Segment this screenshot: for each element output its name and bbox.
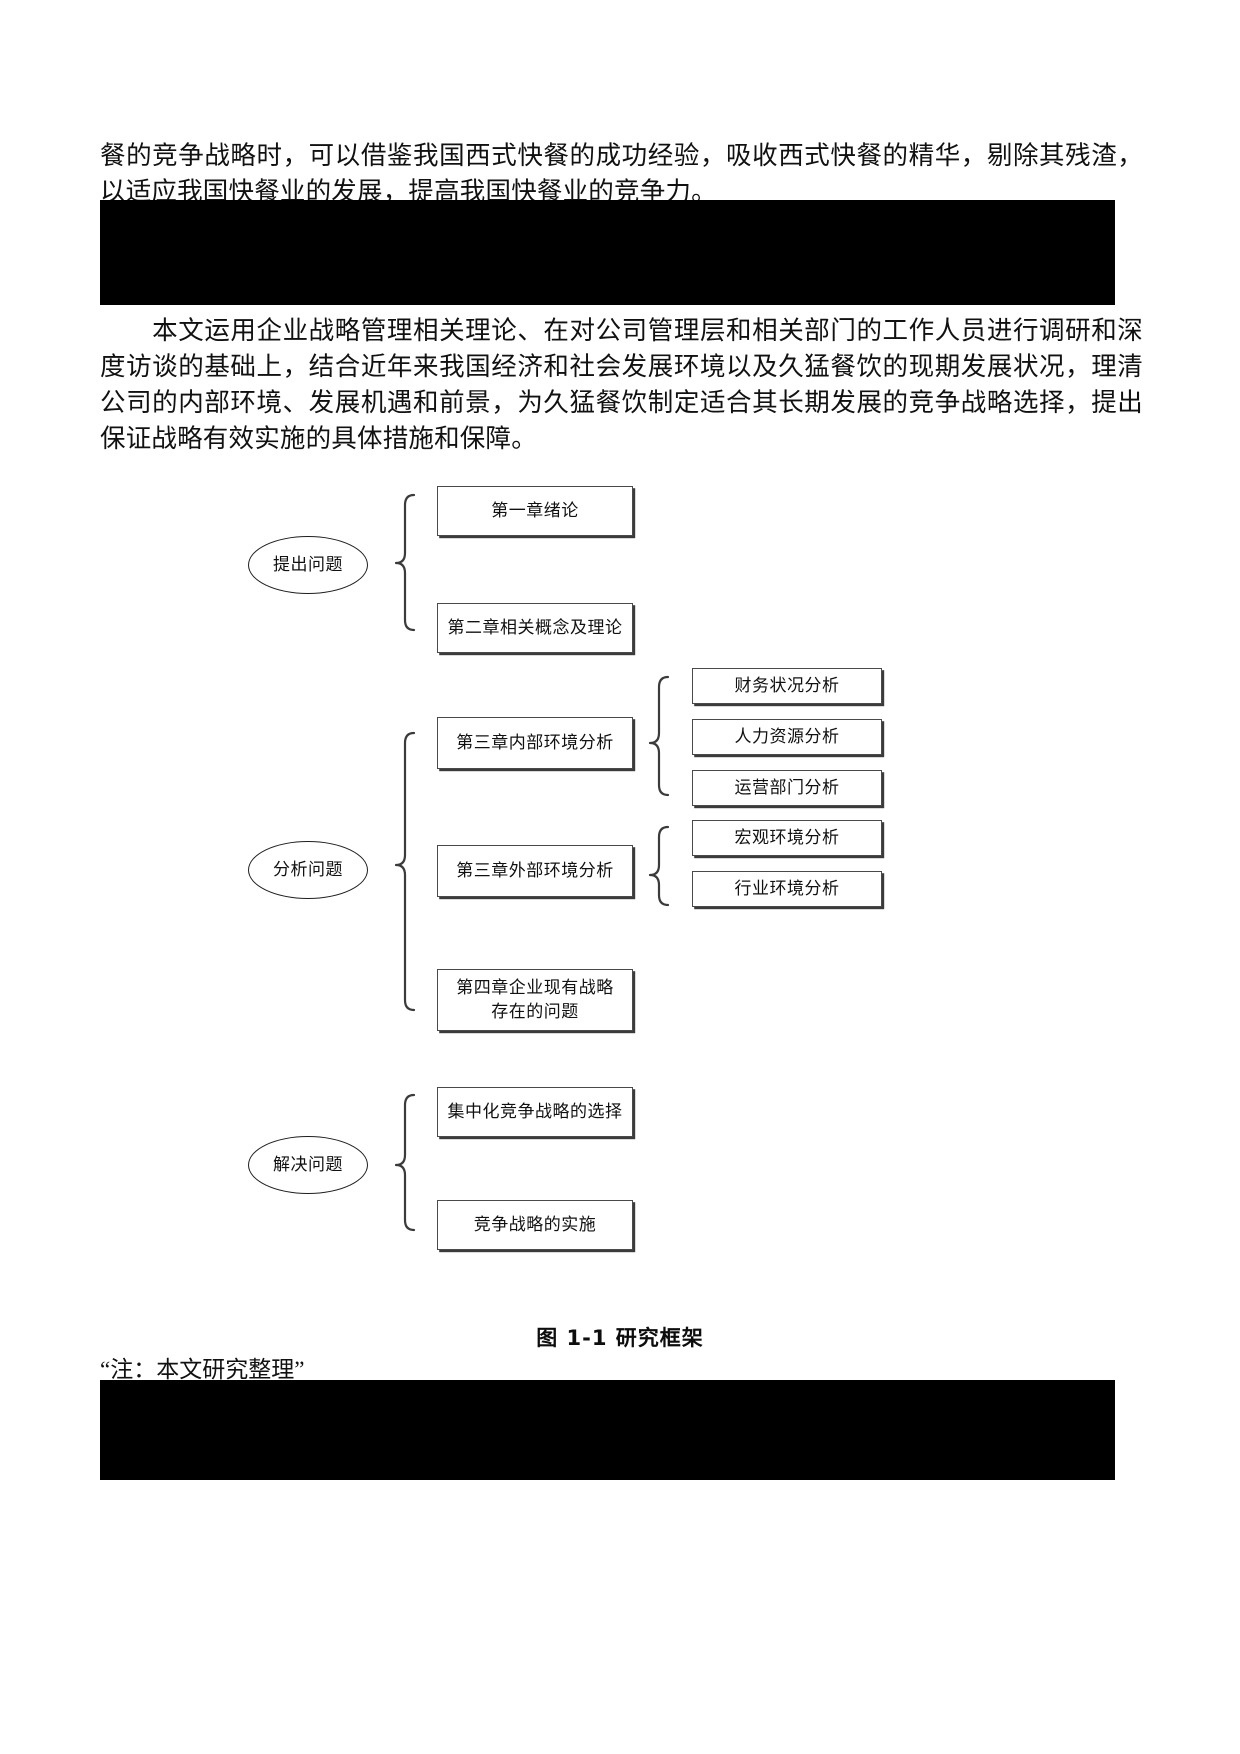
- redacted-block-lower: [100, 1380, 1115, 1480]
- paragraph-continuation: 餐的竞争战略时，可以借鉴我国西式快餐的成功经验，吸收西式快餐的精华，剔除其残渣，…: [100, 141, 1143, 206]
- stage-ellipse-solve-problem: 解决问题: [248, 1136, 368, 1194]
- box-chapter-2: 第二章相关概念及理论: [437, 603, 633, 653]
- box-label: 第二章相关概念及理论: [447, 618, 623, 638]
- figure-source-note: “注：本文研究整理”: [100, 1357, 305, 1382]
- box-label: 第一章绪论: [491, 501, 579, 521]
- box-external-macro: 宏观环境分析: [692, 820, 882, 856]
- stage-ellipse-raise-problem: 提出问题: [248, 536, 368, 594]
- stage-label: 分析问题: [273, 860, 343, 880]
- box-chapter-1: 第一章绪论: [437, 486, 633, 536]
- stage-label: 提出问题: [273, 555, 343, 575]
- paragraph-research-summary: 本文运用企业战略管理相关理论、在对公司管理层和相关部门的工作人员进行调研和深度访…: [100, 316, 1143, 453]
- stage-label: 解决问题: [273, 1155, 343, 1175]
- redacted-block-upper: [100, 200, 1115, 305]
- box-label: 财务状况分析: [734, 676, 840, 696]
- figure-caption: 图 1-1 研究框架: [536, 1326, 704, 1350]
- box-label: 行业环境分析: [734, 879, 840, 899]
- box-internal-operations: 运营部门分析: [692, 770, 882, 806]
- stage-ellipse-analyze-problem: 分析问题: [248, 841, 368, 899]
- box-solution-1: 集中化竞争战略的选择: [437, 1087, 633, 1137]
- diagram-connectors: [394, 493, 670, 1232]
- box-external-industry: 行业环境分析: [692, 871, 882, 907]
- box-label: 第三章外部环境分析: [456, 861, 614, 881]
- box-label: 人力资源分析: [734, 727, 840, 747]
- box-chapter-4: 第四章企业现有战略存在的问题: [437, 969, 633, 1031]
- box-label: 第四章企业现有战略存在的问题: [456, 978, 614, 1022]
- box-internal-financial: 财务状况分析: [692, 668, 882, 704]
- research-framework-diagram: 提出问题 分析问题 解决问题 第一章绪论 第二章相关概念及理论 第三章内部环境分…: [0, 455, 1240, 1295]
- box-label: 第三章内部环境分析: [456, 733, 614, 753]
- box-chapter-3-external: 第三章外部环境分析: [437, 845, 633, 897]
- box-solution-2: 竞争战略的实施: [437, 1200, 633, 1250]
- box-label: 运营部门分析: [734, 778, 840, 798]
- box-label: 宏观环境分析: [734, 828, 840, 848]
- box-label: 集中化竞争战略的选择: [447, 1102, 623, 1122]
- box-internal-hr: 人力资源分析: [692, 719, 882, 755]
- box-label: 竞争战略的实施: [473, 1215, 597, 1235]
- box-chapter-3-internal: 第三章内部环境分析: [437, 717, 633, 769]
